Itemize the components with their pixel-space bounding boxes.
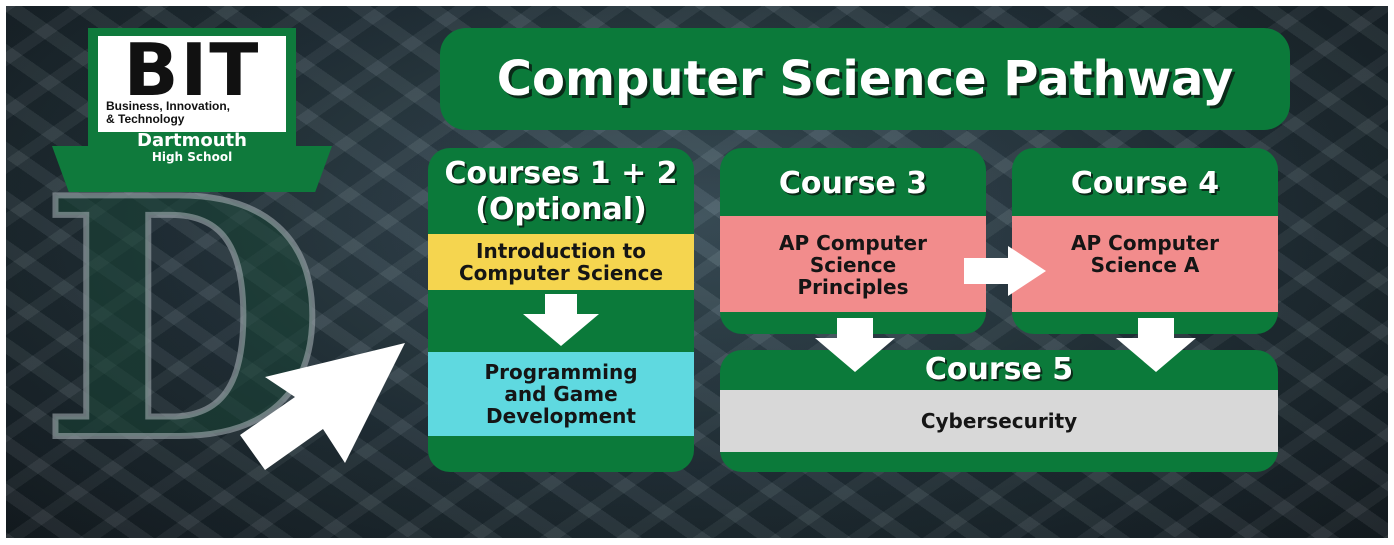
- logo-box: BIT Business, Innovation, & Technology: [88, 28, 296, 152]
- courses-1-2-heading-line1: Courses 1 + 2: [444, 156, 678, 191]
- course-3-heading: Course 3: [778, 166, 928, 201]
- intro-cs-line2: Computer Science: [458, 261, 664, 285]
- logo-white-panel: BIT Business, Innovation, & Technology: [98, 28, 286, 132]
- logo-subtitle-line1: Business, Innovation,: [106, 99, 231, 113]
- logo-school-name: Dartmouth: [137, 130, 247, 151]
- courses-1-2-heading: Courses 1 + 2 (Optional): [428, 156, 694, 228]
- frame-border-right: [1388, 0, 1394, 545]
- ap-csa-line1: AP Computer: [1071, 231, 1219, 255]
- logo-school-type: High School: [151, 150, 233, 164]
- logo-subtitle-line2: & Technology: [106, 112, 185, 126]
- logo-subtitle: Business, Innovation, & Technology: [106, 100, 286, 126]
- frame-border-bottom: [0, 538, 1394, 545]
- logo-base: [52, 146, 332, 192]
- prog-line2: and Game: [504, 382, 618, 406]
- ap-csp-line2: Science: [809, 253, 897, 277]
- ap-csp-band: AP Computer Science Principles: [720, 216, 986, 312]
- cursor-arrow-icon: [240, 343, 405, 470]
- course-4-panel: Course 4 AP Computer Science A: [1012, 148, 1278, 334]
- courses-1-2-panel: Courses 1 + 2 (Optional) Introduction to…: [428, 148, 694, 472]
- course-3-panel: Course 3 AP Computer Science Principles: [720, 148, 986, 334]
- frame-border-top: [0, 0, 1394, 6]
- bit-logo: BIT Business, Innovation, & Technology D…: [52, 28, 332, 192]
- intro-cs-band: Introduction to Computer Science: [428, 234, 694, 290]
- ap-csp-line3: Principles: [797, 275, 909, 299]
- intro-cs-line1: Introduction to: [476, 239, 646, 263]
- ap-csa-band: AP Computer Science A: [1012, 216, 1278, 312]
- logo-letters: BIT: [123, 28, 261, 112]
- right-arrow-icon: [964, 246, 1046, 296]
- prog-line1: Programming: [484, 360, 638, 384]
- ap-csa-line2: Science A: [1090, 253, 1200, 277]
- courses-1-2-heading-line2: (Optional): [475, 192, 647, 227]
- cybersecurity-label: Cybersecurity: [920, 409, 1078, 433]
- down-arrow-icon: [523, 294, 599, 346]
- prog-line3: Development: [486, 404, 636, 428]
- frame-border-left: [0, 0, 6, 545]
- course-5-heading: Course 5: [924, 352, 1074, 387]
- title-banner: Computer Science Pathway: [440, 28, 1290, 130]
- course-5-panel: Course 5 Cybersecurity: [720, 350, 1278, 472]
- course-4-heading: Course 4: [1070, 166, 1220, 201]
- cybersecurity-band: Cybersecurity: [720, 390, 1278, 452]
- down-arrow-icon: [1116, 318, 1196, 372]
- down-arrow-icon: [815, 318, 895, 372]
- logo-school: Dartmouth High School: [88, 130, 296, 165]
- ap-csp-line1: AP Computer: [779, 231, 927, 255]
- programming-game-dev-band: Programming and Game Development: [428, 352, 694, 436]
- page-title: Computer Science Pathway: [496, 51, 1234, 107]
